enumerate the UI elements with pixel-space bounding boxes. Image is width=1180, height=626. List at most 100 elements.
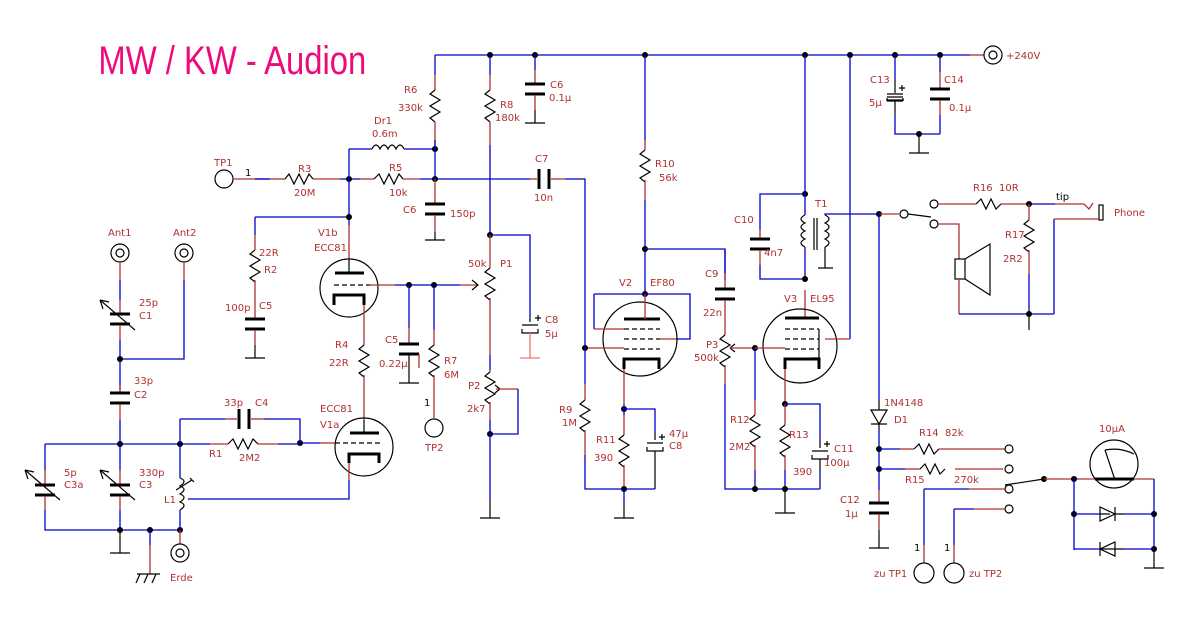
c3a-ref: C3a bbox=[64, 480, 83, 491]
dr1-value: 0.6m bbox=[372, 129, 398, 140]
ant1-connector[interactable] bbox=[110, 243, 130, 263]
r17-value: 2R2 bbox=[1003, 254, 1023, 265]
c9-value: 22n bbox=[703, 308, 722, 319]
r8-value: 180k bbox=[495, 113, 520, 124]
r12-value: 2M2 bbox=[729, 442, 750, 453]
r8-ref: R8 bbox=[500, 100, 513, 111]
r15-ref: R15 bbox=[905, 475, 925, 486]
r12-ref: R12 bbox=[730, 415, 750, 426]
c3-value: 330p bbox=[139, 468, 164, 479]
r9-value: 1M bbox=[562, 418, 577, 429]
c11-ref: C11 bbox=[834, 444, 854, 455]
resistor-r5 bbox=[373, 172, 404, 186]
supply-connector[interactable] bbox=[983, 45, 1003, 65]
r4-ref: R4 bbox=[335, 340, 348, 351]
r6-value: 330k bbox=[398, 103, 423, 114]
potentiometer-p3 bbox=[718, 334, 732, 368]
c6a-ref: C6 bbox=[550, 80, 563, 91]
variable-capacitor-c3 bbox=[110, 483, 130, 497]
capacitor-c14 bbox=[930, 87, 950, 101]
r17-ref: R17 bbox=[1005, 230, 1025, 241]
v3-type: EL95 bbox=[810, 294, 835, 305]
c4-ref: C4 bbox=[255, 398, 268, 409]
tp1-connector[interactable] bbox=[214, 169, 234, 189]
c10-value: 4n7 bbox=[764, 248, 783, 259]
microammeter bbox=[1089, 439, 1139, 489]
supply-label: +240V bbox=[1006, 51, 1040, 62]
transformer-t1 bbox=[800, 214, 833, 269]
speaker-icon bbox=[954, 242, 991, 297]
diode-meter-protect-1 bbox=[1099, 506, 1125, 522]
d1-ref: D1 bbox=[894, 415, 908, 426]
capacitor-c5-0.22u bbox=[399, 342, 419, 356]
resistor-r9 bbox=[578, 399, 592, 433]
resistor-r14 bbox=[913, 442, 940, 456]
p1-value: 50k bbox=[468, 259, 487, 270]
resistor-r4 bbox=[357, 344, 371, 378]
tp2-label: TP2 bbox=[424, 443, 444, 454]
tp2-connector[interactable] bbox=[424, 418, 444, 438]
c3-ref: C3 bbox=[139, 480, 152, 491]
r10-value: 56k bbox=[659, 173, 678, 184]
r11-ref: R11 bbox=[596, 435, 616, 446]
zu-tp1-connector[interactable] bbox=[913, 562, 935, 584]
c3a-value: 5p bbox=[64, 468, 77, 479]
r15-value: 270k bbox=[954, 475, 979, 486]
resistor-r13 bbox=[778, 424, 792, 458]
tube-v1a bbox=[334, 417, 394, 477]
c5b-value: 0.22µ bbox=[379, 359, 408, 370]
potentiometer-p1 bbox=[483, 267, 497, 301]
r1-ref: R1 bbox=[209, 449, 222, 460]
c14-ref: C14 bbox=[944, 75, 964, 86]
p2-value: 2k7 bbox=[467, 404, 486, 415]
tp1-pin: 1 bbox=[245, 168, 251, 179]
c7-value: 10n bbox=[534, 193, 553, 204]
output-switch[interactable] bbox=[899, 199, 939, 229]
capacitor-c4 bbox=[237, 409, 251, 429]
ant2-label: Ant2 bbox=[173, 228, 196, 239]
capacitor-c8-5u bbox=[521, 324, 539, 334]
r1-value: 2M2 bbox=[239, 453, 260, 464]
capacitor-c2 bbox=[110, 391, 130, 405]
v2-type: EF80 bbox=[650, 278, 675, 289]
resistor-r6 bbox=[428, 89, 442, 123]
tp2-pin: 1 bbox=[424, 398, 430, 409]
chassis-ground-icon bbox=[135, 573, 160, 584]
range-switch[interactable] bbox=[1004, 444, 1045, 514]
c7-ref: C7 bbox=[535, 154, 548, 165]
r9-ref: R9 bbox=[559, 405, 572, 416]
zu-tp2-connector[interactable] bbox=[943, 562, 965, 584]
phone-label: Phone bbox=[1114, 208, 1145, 219]
c1-value: 25p bbox=[139, 298, 158, 309]
c8b-value: 47µ bbox=[669, 429, 689, 440]
zu-tp1-label: zu TP1 bbox=[874, 569, 907, 580]
choke-dr1 bbox=[371, 144, 405, 151]
r2-ref: R2 bbox=[264, 265, 277, 276]
d1-value: 1N4148 bbox=[884, 398, 923, 409]
c5a-value: 100p bbox=[225, 303, 250, 314]
c6a-value: 0.1µ bbox=[549, 93, 572, 104]
v1a-type: ECC81 bbox=[320, 404, 353, 415]
tip-label: tip bbox=[1056, 192, 1069, 203]
resistor-r15 bbox=[919, 462, 946, 476]
p1-ref: P1 bbox=[500, 259, 512, 270]
c12-ref: C12 bbox=[840, 495, 860, 506]
tp1-label: TP1 bbox=[213, 158, 233, 169]
tube-v3 bbox=[762, 308, 838, 384]
r11-value: 390 bbox=[594, 453, 613, 464]
tube-v1b bbox=[319, 258, 379, 318]
r6-ref: R6 bbox=[404, 85, 417, 96]
c2-value: 33p bbox=[134, 376, 153, 387]
r7-ref: R7 bbox=[444, 356, 457, 367]
erde-connector[interactable] bbox=[170, 543, 190, 563]
capacitor-c5-100p bbox=[245, 317, 265, 331]
c9-ref: C9 bbox=[705, 269, 718, 280]
ant2-connector[interactable] bbox=[174, 243, 194, 263]
c5b-ref: C5 bbox=[385, 335, 398, 346]
c8b-ref: C8 bbox=[669, 441, 682, 452]
r3-ref: R3 bbox=[298, 164, 311, 175]
phone-jack[interactable] bbox=[1098, 204, 1104, 221]
c13-ref: C13 bbox=[870, 75, 890, 86]
r5-ref: R5 bbox=[389, 163, 402, 174]
